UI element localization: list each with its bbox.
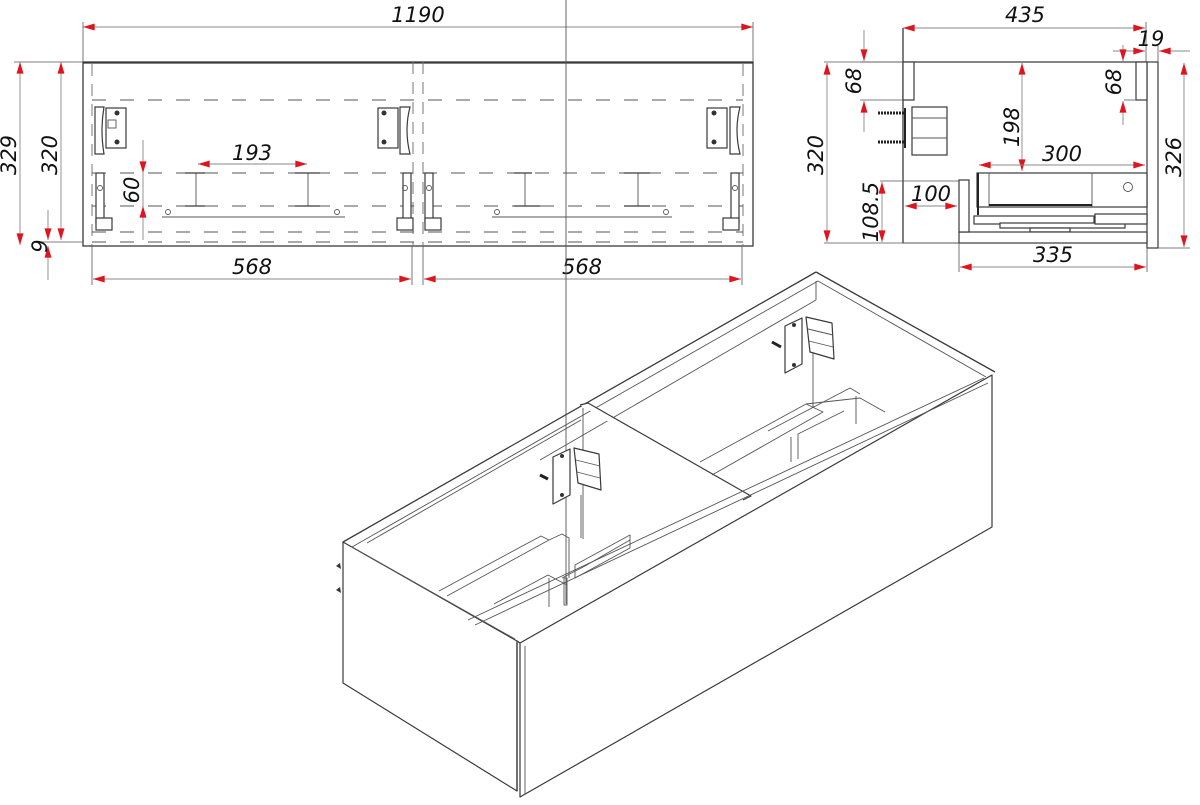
front-panel-profile (1146, 61, 1159, 249)
dim-hanger-height-left: 68 (842, 68, 866, 95)
front-view: 1190 329 320 9 60 193 568 568 (0, 3, 754, 285)
iso-left-side-panel (342, 541, 518, 792)
hinge-bracket-icon (706, 106, 741, 155)
wall-hook-icon (336, 587, 341, 593)
drawer-hole-icon (1123, 182, 1133, 192)
wall-screw-icon (878, 108, 906, 148)
side-view: 435 19 68 68 198 300 320 326 (804, 3, 1190, 272)
iso-front-face (519, 374, 993, 798)
hinge-bracket-icon (94, 106, 127, 155)
dim-left-drawer-width: 568 (232, 255, 272, 279)
cabinet-front-outline (82, 61, 754, 247)
dim-runner-height: 60 (120, 177, 144, 204)
dim-drawer-bottom-height: 108.5 (859, 182, 883, 242)
dim-front-height: 326 (1162, 137, 1186, 177)
dim-front-thickness: 19 (1138, 27, 1165, 51)
cabinet-base-profile (958, 231, 1148, 244)
drawer-runner-icon (95, 172, 740, 231)
wall-hook-icon (336, 563, 341, 569)
dim-drawer-box-depth: 335 (1033, 243, 1073, 267)
hinge-bracket-icon (377, 106, 411, 155)
dim-overall-width: 1190 (391, 3, 444, 27)
dim-top-to-drawer: 198 (1000, 107, 1024, 147)
dim-side-body-height: 320 (804, 135, 828, 175)
isometric-view (336, 0, 996, 798)
hinge-bracket-icon (771, 316, 835, 374)
dim-runner-spacing: 193 (232, 141, 272, 165)
wall-hanger-right (1135, 61, 1148, 101)
dim-body-height: 320 (38, 135, 62, 175)
dim-hanger-height-right: 68 (1102, 69, 1126, 96)
drawer-box-profile (976, 172, 1148, 208)
wall-hanger-left (902, 61, 915, 101)
dim-rear-gap: 100 (911, 182, 951, 206)
dim-bottom-offset: 9 (28, 239, 52, 252)
wall-bracket-block (911, 106, 948, 156)
dim-overall-height: 329 (0, 135, 21, 175)
dim-right-drawer-width: 568 (562, 255, 602, 279)
dim-overall-depth: 435 (1005, 3, 1045, 27)
hinge-bracket-icon (539, 447, 602, 505)
dim-drawer-depth: 300 (1042, 142, 1082, 166)
